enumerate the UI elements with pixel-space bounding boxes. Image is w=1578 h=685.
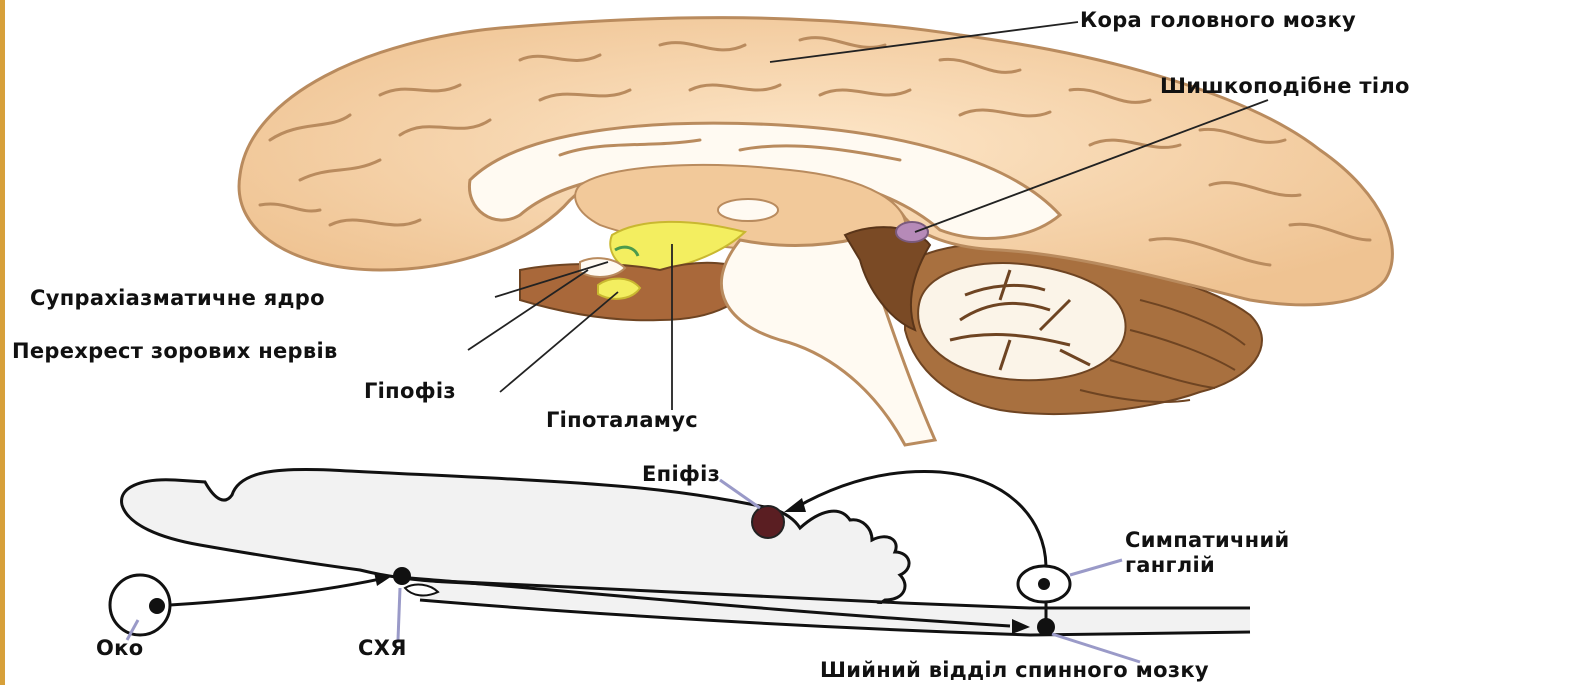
label-scn-abbrev: СХЯ xyxy=(358,638,407,659)
label-scn: Супрахіазматичне ядро xyxy=(30,288,325,309)
eye-pupil xyxy=(149,598,165,614)
interthalamic-adhesion xyxy=(718,199,778,221)
pineal-body xyxy=(896,222,928,242)
retinohypothalamic-tract xyxy=(170,578,385,605)
arrow-to-epiphysis xyxy=(784,498,806,512)
label-cortex: Кора головного мозку xyxy=(1080,10,1356,31)
label-eye: Око xyxy=(96,638,143,659)
label-epiphysis: Епіфіз xyxy=(642,464,720,485)
scn-node xyxy=(393,567,411,585)
label-hypothalamus: Гіпоталамус xyxy=(546,410,698,431)
ganglion-core xyxy=(1038,578,1050,590)
epiphysis-node xyxy=(752,506,784,538)
label-cervical-spinal-cord: Шийний відділ спинного мозку xyxy=(820,660,1209,681)
label-optic-chiasm: Перехрест зорових нервів xyxy=(12,341,338,362)
label-pineal-body: Шишкоподібне тіло xyxy=(1160,76,1410,97)
label-sympathetic-line1: Симпатичний xyxy=(1125,528,1290,553)
label-pituitary: Гіпофіз xyxy=(364,381,456,402)
label-sympathetic-ganglion: Симпатичний ганглій xyxy=(1125,528,1290,578)
label-sympathetic-line2: ганглій xyxy=(1125,553,1290,578)
pathway-schematic xyxy=(110,469,1250,636)
